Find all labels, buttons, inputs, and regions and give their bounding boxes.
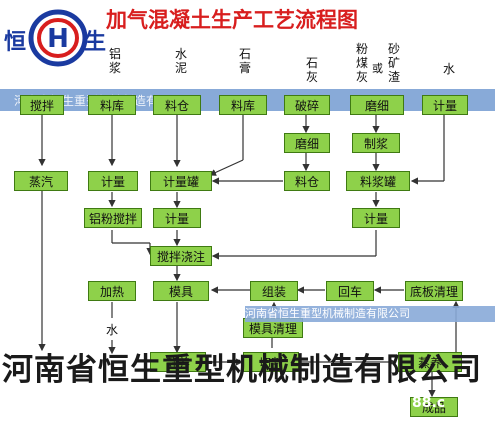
raw-or-label: 或 (372, 62, 383, 75)
logo-right-char: 生 (84, 29, 107, 55)
process-aluminum-storage: 料库 (88, 95, 136, 115)
process-steam: 蒸汽 (14, 171, 68, 191)
process-mixing-top: 搅拌 (20, 95, 64, 115)
watermark-url-fragment: 88.c (412, 395, 446, 411)
process-aluminum-metering: 计量 (88, 171, 138, 191)
process-slurry-tank: 料浆罐 (346, 171, 410, 191)
raw-water-label: 水 (442, 62, 455, 76)
process-static-curing: 静养 (150, 352, 206, 372)
raw-gypsum-label: 石膏 (238, 47, 251, 75)
process-assembly: 组装 (250, 281, 298, 301)
process-aluminum-powder-mixing: 铝粉搅拌 (84, 208, 142, 228)
process-pulping: 制浆 (352, 133, 400, 153)
process-cement-silo: 料仓 (153, 95, 201, 115)
process-crushing: 破碎 (284, 95, 330, 115)
raw-cement-label: 水泥 (174, 47, 187, 75)
process-mold-cleaning: 模具清理 (243, 318, 303, 338)
water-input-label: 水 (106, 323, 119, 337)
raw-aluminum-label: 铝浆 (108, 47, 121, 75)
process-metering-tank: 计量罐 (150, 171, 212, 191)
raw-sand-label: 砂矿渣 (387, 42, 400, 84)
process-lime-silo: 料仓 (284, 171, 330, 191)
svg-text:H: H (47, 24, 69, 54)
company-logo: 恒 H 生 (2, 6, 107, 72)
process-cutting: 切割 (243, 352, 299, 372)
process-water-metering: 计量 (422, 95, 468, 115)
process-gypsum-storage: 料库 (219, 95, 267, 115)
raw-lime-label: 石灰 (305, 56, 318, 84)
process-mid-metering: 计量 (153, 208, 201, 228)
process-base-plate-cleaning: 底板清理 (405, 281, 463, 301)
process-mold: 模具 (153, 281, 209, 301)
process-finished-product: 成品 (410, 397, 458, 417)
process-grinding-lime: 磨细 (284, 133, 330, 153)
process-mixing-pouring: 搅拌浇注 (150, 246, 212, 266)
logo-left-char: 恒 (4, 29, 27, 55)
process-return-cart: 回车 (326, 281, 374, 301)
watermark-mid-band: 河南省恒生重型机械制造有限公司 (245, 306, 495, 322)
logo-emblem-icon: H (28, 9, 88, 67)
process-slurry-metering: 计量 (352, 208, 400, 228)
process-grinding-flyash: 磨细 (350, 95, 404, 115)
watermark-bottom-text: 河南省恒生重型机械制造有限公司 (2, 352, 482, 388)
diagram-title: 加气混凝土生产工艺流程图 (106, 8, 358, 32)
process-steam-curing: 蒸养 (398, 352, 462, 372)
process-heating: 加热 (88, 281, 136, 301)
raw-flyash-label: 粉煤灰 (355, 42, 368, 84)
